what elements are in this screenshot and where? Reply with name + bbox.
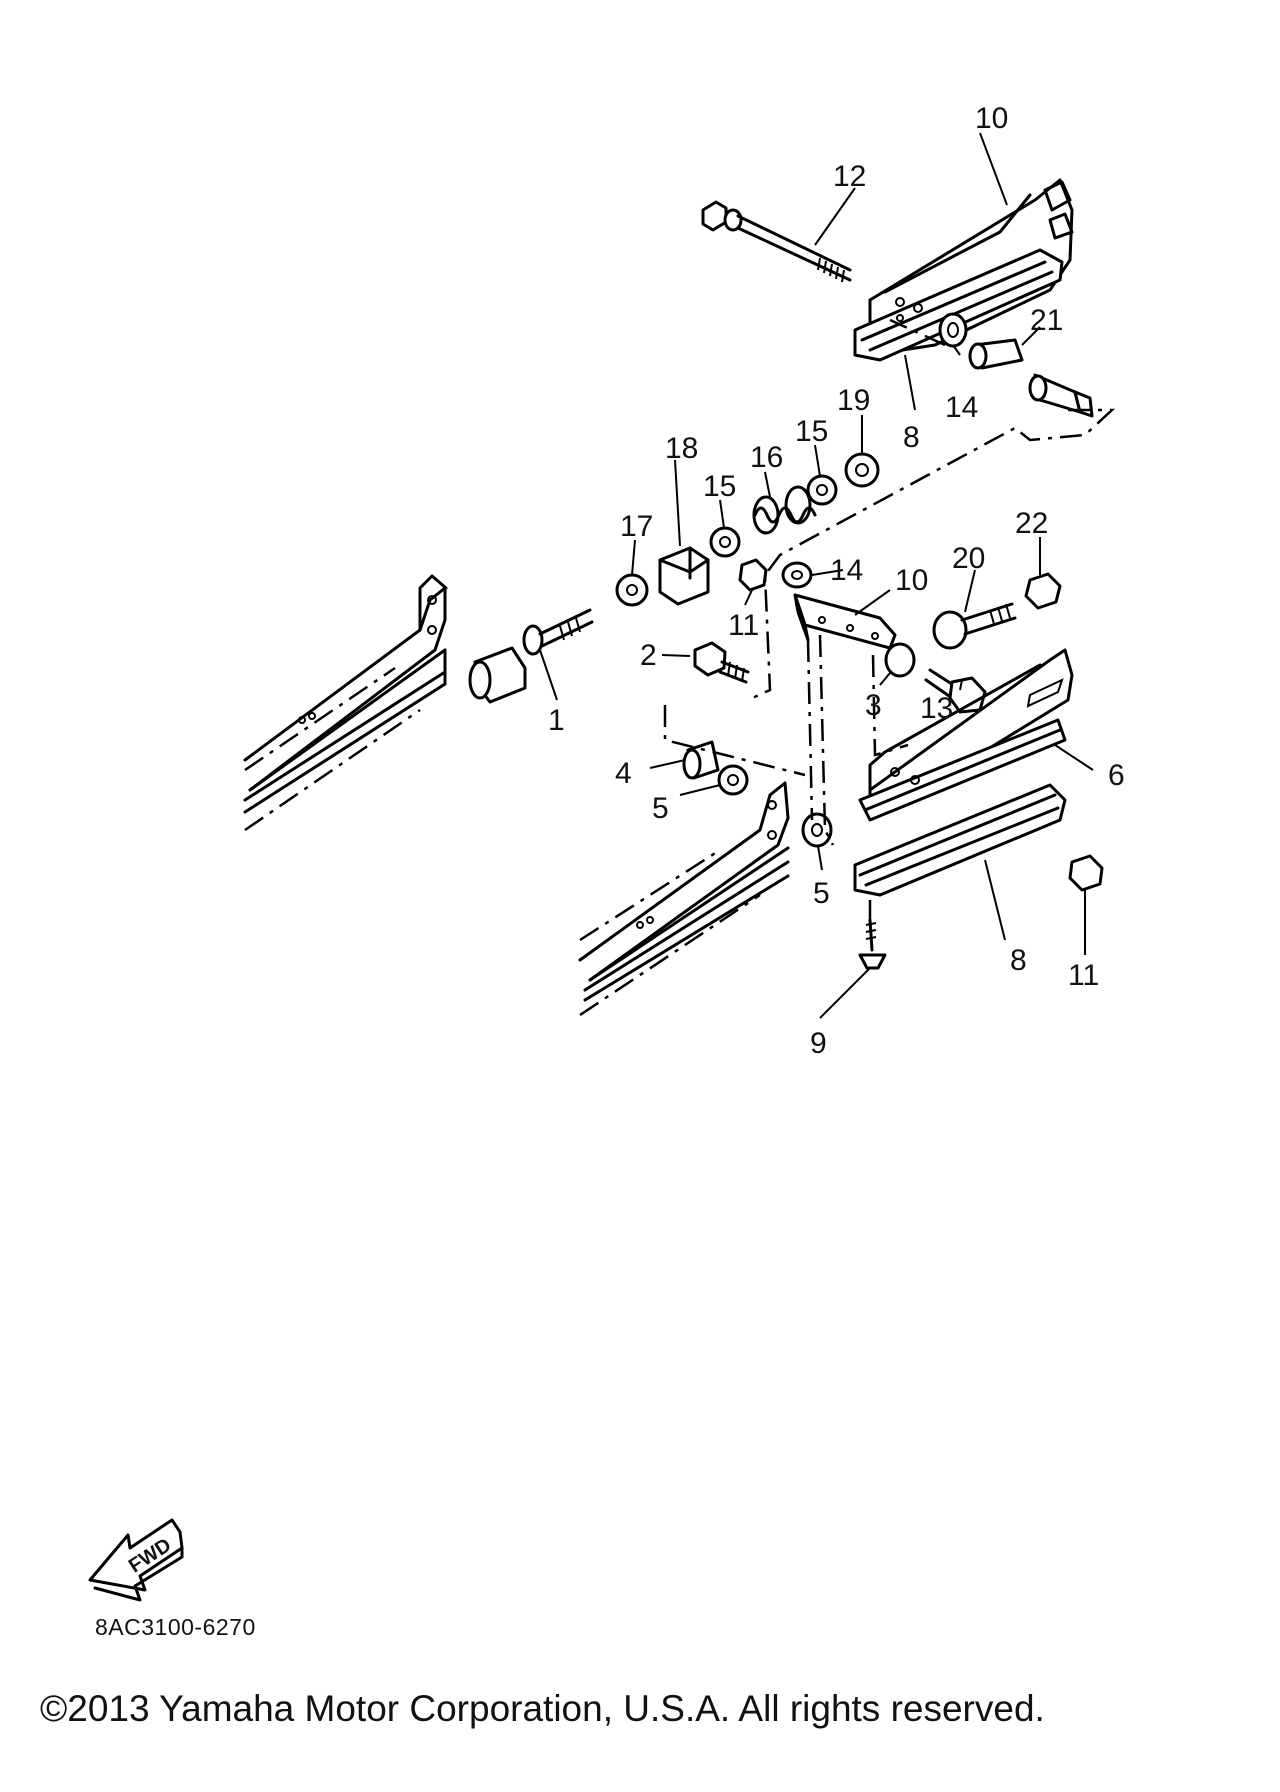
callout-13: 13 xyxy=(920,692,953,725)
nut-11-lower xyxy=(1068,854,1104,892)
callout-8-lower: 8 xyxy=(1010,944,1027,977)
callout-16: 16 xyxy=(750,441,783,474)
callout-14-middle: 14 xyxy=(830,554,863,587)
callout-4: 4 xyxy=(615,757,632,790)
callout-17: 17 xyxy=(620,510,653,543)
forward-arrow-icon: FWD xyxy=(88,1518,184,1602)
collar-5-lower xyxy=(801,812,833,848)
callout-15-upper: 15 xyxy=(795,415,828,448)
callout-labels: 10 12 21 14 19 8 15 18 16 15 17 22 20 14… xyxy=(548,102,1125,1060)
callout-6: 6 xyxy=(1108,759,1125,792)
spring-16 xyxy=(752,485,817,535)
spacer-4 xyxy=(682,740,720,780)
collar-15-upper xyxy=(806,474,838,506)
left-seat-rail xyxy=(243,574,448,832)
bushing-19 xyxy=(844,452,880,488)
callout-2: 2 xyxy=(640,639,657,672)
callout-9: 9 xyxy=(810,1027,827,1060)
nut-11-upper xyxy=(738,558,768,592)
collar-5-upper xyxy=(717,764,749,796)
assembly-guide-lines xyxy=(663,318,1116,920)
callout-19: 19 xyxy=(837,384,870,417)
diagram-code: 8AC3100-6270 xyxy=(95,1614,256,1640)
upper-seat-rail xyxy=(853,178,1074,362)
lower-seat-rail xyxy=(853,648,1074,897)
callout-5-lower: 5 xyxy=(813,877,830,910)
callout-15-lower: 15 xyxy=(703,470,736,503)
bolt-21 xyxy=(932,602,1017,650)
callout-1: 1 xyxy=(548,704,565,737)
callout-7: 10 xyxy=(975,102,1008,135)
pin-20 xyxy=(968,338,1094,418)
nut-22 xyxy=(1024,572,1062,610)
leader-lines xyxy=(539,132,1094,1019)
callout-22: 22 xyxy=(1015,507,1048,540)
callout-18: 18 xyxy=(665,432,698,465)
callout-20: 21 xyxy=(1030,304,1063,337)
washer-14-middle xyxy=(781,561,813,589)
collar-15-lower xyxy=(709,526,741,558)
callout-8-upper: 8 xyxy=(903,421,920,454)
spacer-17 xyxy=(615,573,649,607)
callout-5-upper: 5 xyxy=(652,792,669,825)
callout-10: 10 xyxy=(895,564,928,597)
long-bolt-12 xyxy=(701,200,852,283)
callout-14-upper: 14 xyxy=(945,391,978,424)
bottom-left-seat-rail xyxy=(578,781,790,1017)
copyright-notice: ©2013 Yamaha Motor Corporation, U.S.A. A… xyxy=(40,1688,1045,1729)
block-18 xyxy=(658,546,710,606)
bolt-1 xyxy=(468,608,594,704)
callout-21: 20 xyxy=(952,542,985,575)
callout-11-upper: 11 xyxy=(728,609,759,642)
washer-14-upper xyxy=(938,312,968,348)
bolt-2 xyxy=(693,641,750,684)
link-plate-10 xyxy=(793,593,897,650)
callout-12: 12 xyxy=(833,160,866,193)
nut-3 xyxy=(884,642,916,678)
screw-9 xyxy=(858,918,887,970)
callout-11-lower: 11 xyxy=(1068,959,1099,992)
callout-3: 3 xyxy=(865,689,882,722)
